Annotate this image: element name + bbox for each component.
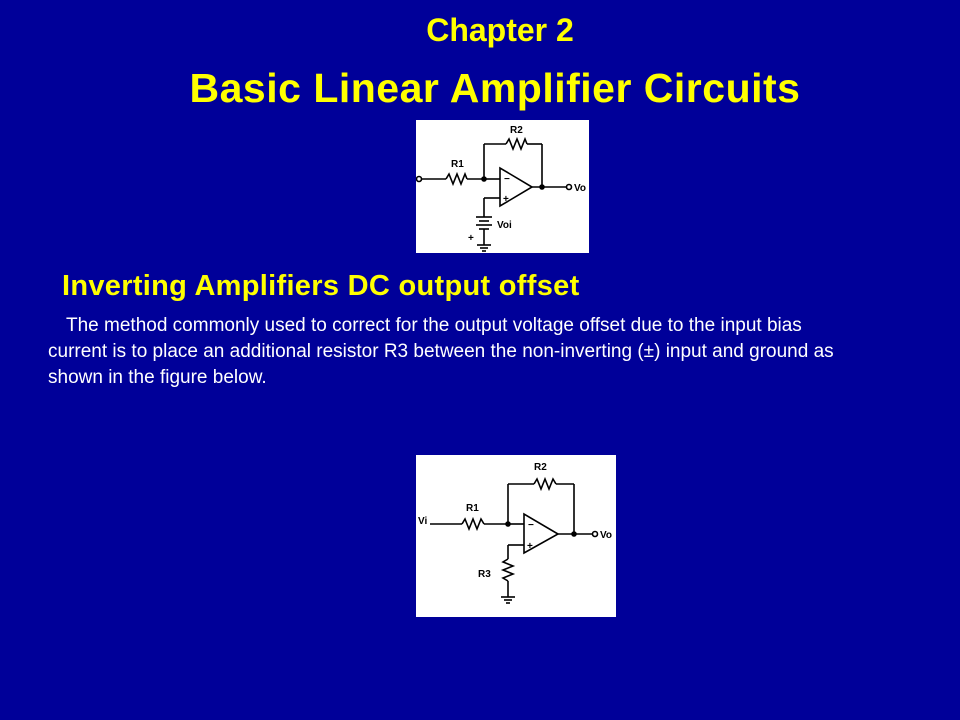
circuit-diagram-r3-compensation: Vi R1 R2 R3 Vo − + [416, 455, 616, 617]
r1-label-bottom: R1 [466, 503, 479, 514]
inverting-input-sign: − [504, 174, 510, 185]
inverting-input-sign-bottom: − [528, 520, 534, 531]
vi-label: Vi [418, 516, 427, 527]
noninverting-input-sign: + [503, 194, 509, 205]
slide-title: Basic Linear Amplifier Circuits [189, 65, 801, 111]
r1-label: R1 [451, 159, 464, 170]
section-heading: Inverting Amplifiers DC output offset [62, 270, 580, 302]
vo-label: Vo [574, 183, 586, 194]
r3-label: R3 [478, 569, 491, 580]
circuit-svg-top: R1 R2 Vo Voi + − + [416, 125, 586, 252]
noninverting-input-sign-bottom: + [527, 541, 533, 552]
voi-label: Voi [497, 220, 512, 231]
r2-label-bottom: R2 [534, 462, 547, 473]
r2-label: R2 [510, 125, 523, 136]
body-paragraph: The method commonly used to correct for … [48, 315, 834, 388]
vo-label-bottom: Vo [600, 530, 612, 541]
circuit-svg-bottom: Vi R1 R2 R3 Vo − + [418, 462, 612, 604]
battery-plus-label: + [468, 233, 474, 244]
circuit-diagram-offset-source: R1 R2 Vo Voi + − + [416, 120, 589, 253]
chapter-label: Chapter 2 [426, 12, 574, 48]
